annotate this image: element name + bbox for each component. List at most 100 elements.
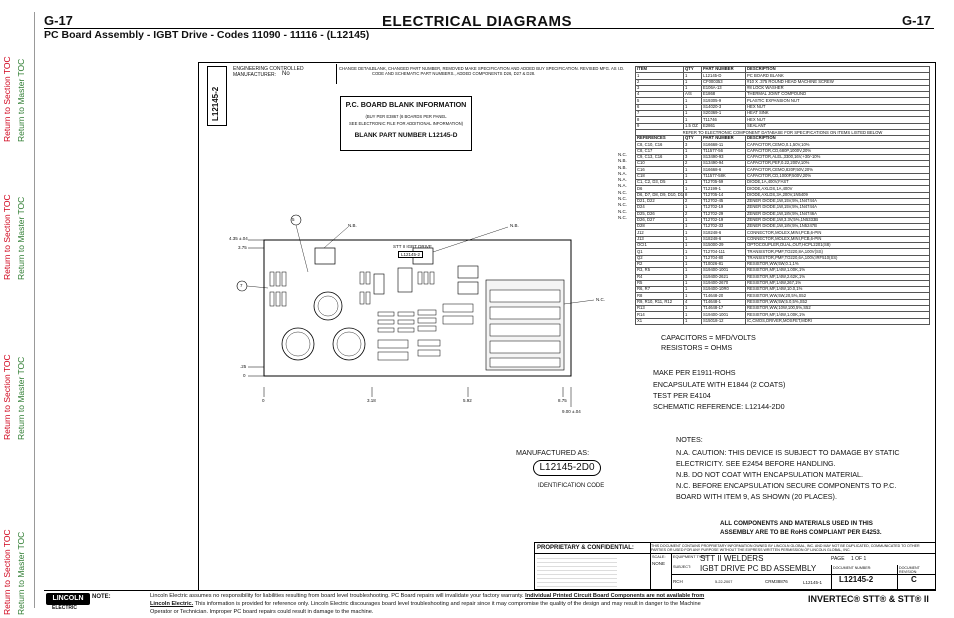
small-components — [269, 271, 474, 361]
bom-side-note: N.C. — [618, 189, 627, 195]
bom-item-cell: 9 — [635, 122, 684, 130]
test-per: TEST PER E4104 — [653, 391, 711, 400]
bom-ref-cell: D6, D7, D8, D9, D10, D11, D12, D13 — [635, 191, 684, 199]
dim-x318-label: 3.18 — [367, 398, 376, 403]
capacitor-c9 — [332, 327, 366, 361]
footer-rule — [44, 590, 934, 591]
bom-item-cell: HEX NUT — [745, 116, 930, 124]
footer-note-b: This information is provided for referen… — [150, 601, 701, 615]
title-block: PROPRIETARY & CONFIDENTIAL: THIS DOCUMEN… — [534, 542, 936, 590]
subject-label: SUBJECT: — [673, 565, 691, 569]
capacitor-c8-inner — [317, 295, 339, 317]
capacitor-c13 — [281, 327, 315, 361]
capacitor-c9-inner — [336, 331, 362, 357]
footer-note-label: NOTE: — [92, 594, 111, 600]
blank-info-line1: (BUY PER E3867 (6 BOARDS PER PANEL — [365, 114, 447, 119]
return-master-toc-link-3[interactable]: Return to Master TOC — [16, 356, 26, 440]
bom-ref-cell: S15018-12 — [701, 317, 746, 325]
note-nb: N.B. DO NOT COAT WITH ENCAPSULATION MATE… — [676, 470, 864, 479]
bom-ref-cell: RESISTOR,WW,5W,0.1,1% — [745, 260, 930, 269]
bom-ref-cell: RESISTOR,MF,1/4W,1.00K,1% — [745, 311, 930, 319]
id-code-box: L12145-2D0 — [533, 460, 601, 476]
ic-x1 — [397, 267, 413, 293]
bom-item-cell: PC BOARD BLANK — [745, 72, 930, 80]
part-number-rotated: L12145-2 — [211, 86, 220, 121]
resistor-r8 — [489, 357, 561, 368]
return-section-toc-link-4[interactable]: Return to Section TOC — [2, 529, 12, 615]
bom-item-cell: PLASTIC EXPANSION NUT — [745, 97, 930, 105]
nb-label-2: N.B. — [510, 223, 519, 228]
return-section-toc-link-3[interactable]: Return to Section TOC — [2, 354, 12, 440]
tb-rule-1 — [535, 553, 935, 554]
page-label: PAGE — [831, 556, 845, 562]
bom-side-note: N.C. — [618, 214, 627, 220]
bom-ref-cell: RESISTOR,MF,1/4W,1.00K,1% — [745, 267, 930, 275]
tb-rule-2 — [672, 574, 935, 575]
nc-leader — [563, 299, 595, 305]
revision: C — [911, 575, 917, 584]
bom-ref-cell: RESISTOR,WW,10W,100,5%,S52 — [745, 304, 930, 313]
bom-side-note: N.C. — [618, 208, 627, 214]
header-rule — [44, 28, 934, 29]
nc-label: N.C. — [596, 297, 605, 302]
transistor-q1 — [457, 265, 479, 279]
subject: IGBT DRIVE PC BD ASSEMBLY — [700, 564, 817, 573]
blank-info-box: P.C. BOARD BLANK INFORMATION (BUY PER E3… — [340, 96, 472, 151]
eng-controlled-label: ENGINEERING CONTROLLED — [233, 66, 304, 72]
nb-leader-1 — [323, 226, 349, 249]
optocoupler-oci1 — [373, 273, 385, 295]
tb-misc — [619, 555, 620, 559]
board-label: STT II IGBT DRIVE — [393, 244, 432, 249]
dim-435: 4.35 ±.04 — [229, 236, 248, 241]
tb-fineprint — [537, 555, 617, 587]
bom-side-note: N.A. — [618, 170, 627, 176]
header-divider — [336, 64, 337, 84]
encapsulate: ENCAPSULATE WITH E1844 (2 COATS) — [653, 380, 786, 389]
bom-side-note: N.A. — [618, 177, 627, 183]
rohs-line1: ALL COMPONENTS AND MATERIALS USED IN THI… — [720, 520, 873, 527]
board-code-label: L12145-2 — [398, 251, 424, 258]
blank-info-title: P.C. BOARD BLANK INFORMATION — [345, 100, 467, 109]
blank-part-number: BLANK PART NUMBER L12145-D — [354, 132, 458, 139]
bom-ref-cell: X1 — [635, 317, 684, 325]
return-master-toc-link-1[interactable]: Return to Master TOC — [16, 58, 26, 142]
bom-side-note: N.C. — [618, 202, 627, 208]
connector-j12 — [314, 247, 336, 265]
part-number-rotated-box: L12145-2 — [207, 66, 227, 126]
brand-label: INVERTEC® STT® & STT® II — [808, 594, 929, 604]
revision-label: DOCUMENT REVISION: — [899, 566, 920, 574]
bom-item-cell: THERMAL JOINT COMPOUND — [745, 91, 930, 99]
bom-item-cell: E2861 — [701, 122, 746, 130]
capacitor-c13-inner — [285, 331, 311, 357]
bom-ref-cell: TRANSISTOR,PMF,TO220,6A,100V,IRF510(SS) — [745, 254, 930, 262]
schematic-reference: SCHEMATIC REFERENCE: L12144-2D0 — [653, 402, 785, 411]
return-section-toc-link-1[interactable]: Return to Section TOC — [2, 56, 12, 142]
return-master-toc-link-4[interactable]: Return to Master TOC — [16, 531, 26, 615]
bom-side-note: N.C. — [618, 152, 627, 157]
pcb-drawing — [236, 214, 595, 407]
return-master-toc-link-2[interactable]: Return to Master TOC — [16, 196, 26, 280]
footer-note-bold: Individual Printed Circuit Board Compone… — [150, 593, 705, 607]
footer-note-a: Lincoln Electric assumes no responsibili… — [150, 593, 524, 599]
bom-item-cell: #10 X .375 ROUND HEAD MACHINE SCREW — [745, 78, 930, 86]
resistor-r12 — [489, 323, 561, 337]
return-section-toc-link-2[interactable]: Return to Section TOC — [2, 194, 12, 280]
make-per: MAKE PER E1911-ROHS — [653, 368, 736, 377]
rohs-line2: ASSEMBLY ARE TO BE RoHS COMPLIANT PER E4… — [720, 529, 882, 536]
proprietary-label: PROPRIETARY & CONFIDENTIAL: — [537, 545, 634, 551]
